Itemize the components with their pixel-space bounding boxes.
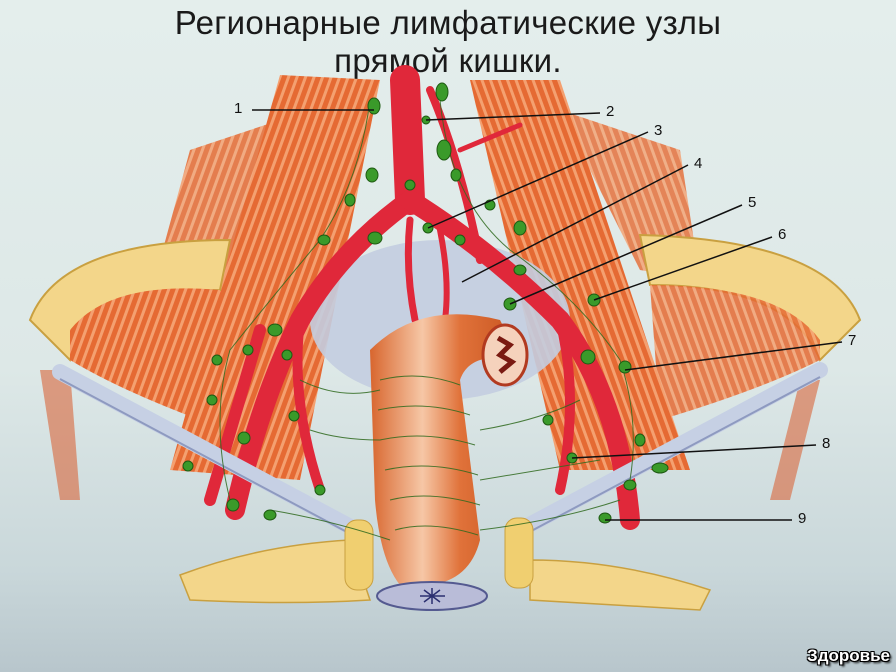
label-3: 3 — [654, 122, 663, 139]
label-5: 5 — [748, 194, 757, 211]
lymph-nodes — [182, 82, 669, 524]
label-7: 7 — [848, 332, 857, 349]
rectum — [370, 314, 529, 611]
label-9: 9 — [798, 510, 807, 527]
title-line-2: прямой кишки. — [334, 42, 562, 79]
label-1: 1 — [234, 100, 243, 117]
label-8: 8 — [822, 435, 831, 452]
leader-lines — [252, 109, 843, 521]
title-line-1: Регионарные лимфатические узлы — [174, 4, 722, 41]
label-4: 4 — [694, 155, 703, 172]
watermark: Здоровье — [807, 646, 890, 665]
label-2: 2 — [606, 103, 615, 120]
lymph-vessels — [219, 99, 634, 541]
label-6: 6 — [778, 226, 787, 243]
